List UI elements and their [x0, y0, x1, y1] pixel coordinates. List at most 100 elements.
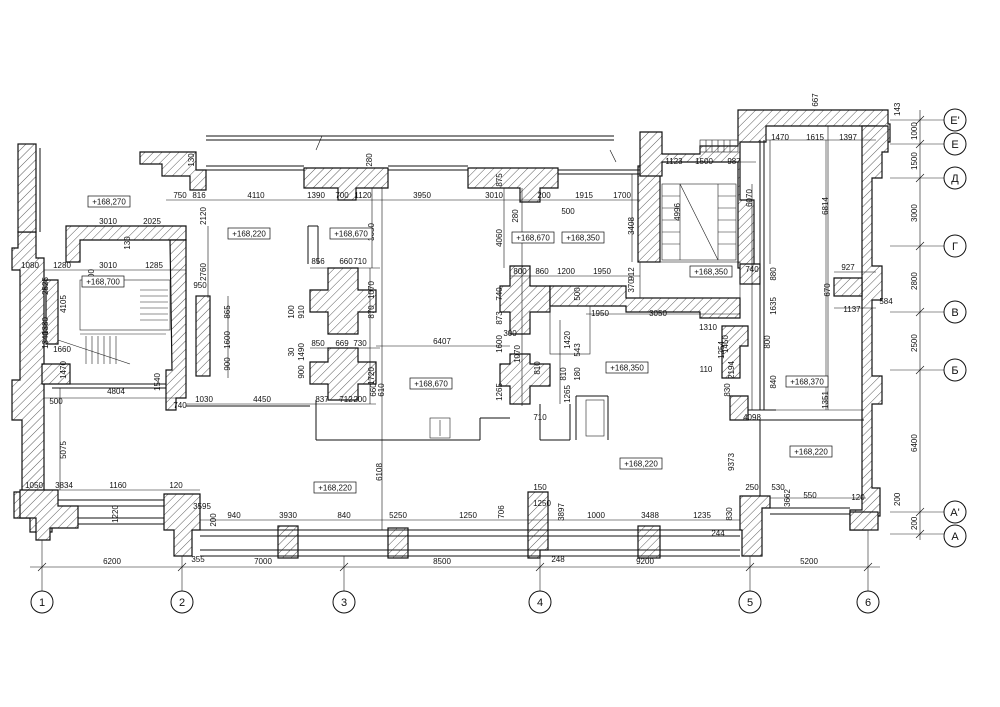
- svg-text:6: 6: [865, 597, 871, 609]
- dimension-label: 1220: [111, 505, 120, 523]
- svg-text:+168,220: +168,220: [794, 448, 828, 457]
- dimension-label: 4996: [673, 203, 682, 221]
- dimension-label: 3010: [99, 261, 117, 270]
- level-mark: +168,350: [561, 231, 605, 244]
- dimension-label: 840: [337, 511, 351, 520]
- dimension-label: 1540: [153, 373, 162, 391]
- svg-text:+168,670: +168,670: [516, 234, 550, 243]
- level-mark: +168,220: [227, 227, 271, 240]
- dimension-label: 1254: [717, 341, 726, 359]
- dimension-label: 4098: [743, 413, 761, 422]
- axis-col-3: 3: [332, 590, 356, 614]
- dimension-label: 860: [535, 267, 549, 276]
- dimension-label: 1123: [665, 157, 683, 166]
- dimension-label: 4105: [59, 295, 68, 313]
- level-mark: +168,350: [605, 361, 649, 374]
- dimension-label: 4804: [107, 387, 125, 396]
- dimension-label: 3010: [485, 191, 503, 200]
- dimension-label: 912: [627, 267, 636, 281]
- dimension-label: 880: [769, 267, 778, 281]
- dimension-label: 1340: [41, 331, 50, 349]
- dimension-label: 856: [311, 257, 325, 266]
- level-mark: +168,370: [785, 375, 829, 388]
- dimension-label: 1615: [806, 133, 824, 142]
- dimension-label: 1265: [563, 385, 572, 403]
- dimension-label: 4060: [495, 229, 504, 247]
- dimension-label: 1390: [307, 191, 325, 200]
- svg-text:+168,220: +168,220: [232, 230, 266, 239]
- dimension-label: 9373: [727, 453, 736, 471]
- dimension-label: 6814: [821, 197, 830, 215]
- dimension-label: 3010: [99, 217, 117, 226]
- dimension-label: 1950: [591, 309, 609, 318]
- dimension-label: 3488: [641, 511, 659, 520]
- dimension-label: 1720: [367, 367, 376, 385]
- dimension-label: 875: [495, 173, 504, 187]
- axis-row-v: В: [943, 300, 967, 324]
- dimension-label: 248: [551, 555, 565, 564]
- dim-bottom-3-4: 8500: [433, 557, 451, 566]
- pier-col3-lower: [309, 347, 377, 401]
- wall-right-outer: [849, 125, 889, 531]
- dimension-label: 550: [803, 491, 817, 500]
- level-mark: +168,270: [87, 195, 131, 208]
- dimension-label: 1280: [53, 261, 71, 270]
- wall-left-upper: [17, 143, 37, 233]
- axis-col-4: 4: [528, 590, 552, 614]
- dimension-label: 3050: [649, 309, 667, 318]
- axis-col-6: 6: [856, 590, 880, 614]
- dimension-label: 543: [573, 343, 582, 357]
- dimension-label: 1470: [59, 361, 68, 379]
- dimension-label: 730: [353, 339, 367, 348]
- dimension-label: 3834: [55, 481, 73, 490]
- dimension-label: 3950: [413, 191, 431, 200]
- dimension-label: 1200: [557, 267, 575, 276]
- dimension-label: 800: [763, 335, 772, 349]
- dimension-label: 1310: [699, 323, 717, 332]
- svg-text:+168,220: +168,220: [318, 484, 352, 493]
- dimension-label: 987: [727, 157, 741, 166]
- wall-col5-pier-a: [721, 325, 749, 379]
- dimension-label: 873: [495, 311, 504, 325]
- wall-stair-col5: [637, 165, 661, 263]
- svg-text:Е': Е': [950, 115, 959, 127]
- pier-bottom-a: [277, 525, 299, 559]
- dimension-label: 6407: [433, 337, 451, 346]
- dimension-label: 280: [365, 153, 374, 167]
- axis-col-5: 5: [738, 590, 762, 614]
- dimension-label: 1120: [354, 191, 372, 200]
- dimension-label: 280: [511, 209, 520, 223]
- level-mark: +168,670: [329, 227, 373, 240]
- dimension-label: 940: [227, 511, 241, 520]
- level-mark: +168,350: [689, 265, 733, 278]
- dimension-label: 850: [311, 339, 325, 348]
- svg-text:+168,350: +168,350: [566, 234, 600, 243]
- svg-text:+168,670: +168,670: [334, 230, 368, 239]
- dimension-label: 837: [315, 395, 329, 404]
- dimension-label: 110: [700, 365, 713, 374]
- dimension-label: 800: [513, 267, 527, 276]
- dimension-label: 1660: [53, 345, 71, 354]
- dimension-label: 740: [495, 287, 504, 301]
- dimension-label: 1030: [195, 395, 213, 404]
- axis-row-e: Е: [943, 132, 967, 156]
- dimension-label: 810: [559, 367, 568, 381]
- pier-col4-upper: [499, 265, 551, 335]
- dimension-label: 1490: [297, 343, 306, 361]
- wall-top-col2: [139, 151, 207, 191]
- wall-middle-col4-5: [549, 285, 741, 319]
- dim-right-200-b: 200: [910, 516, 919, 530]
- dim-right-143: 143: [893, 102, 902, 116]
- dimension-label: 1070: [367, 281, 376, 299]
- axis-col-2: 2: [170, 590, 194, 614]
- dimension-label: 30: [287, 347, 296, 356]
- dimension-label: 120: [169, 481, 183, 490]
- svg-text:Е: Е: [951, 139, 958, 151]
- dimension-label: 1050: [25, 481, 43, 490]
- dimension-label: 870: [367, 305, 376, 319]
- dimension-label: 200: [537, 191, 551, 200]
- dimension-label: 6108: [375, 463, 384, 481]
- dimension-label: 180: [573, 367, 582, 381]
- dimension-label: 3897: [557, 503, 566, 521]
